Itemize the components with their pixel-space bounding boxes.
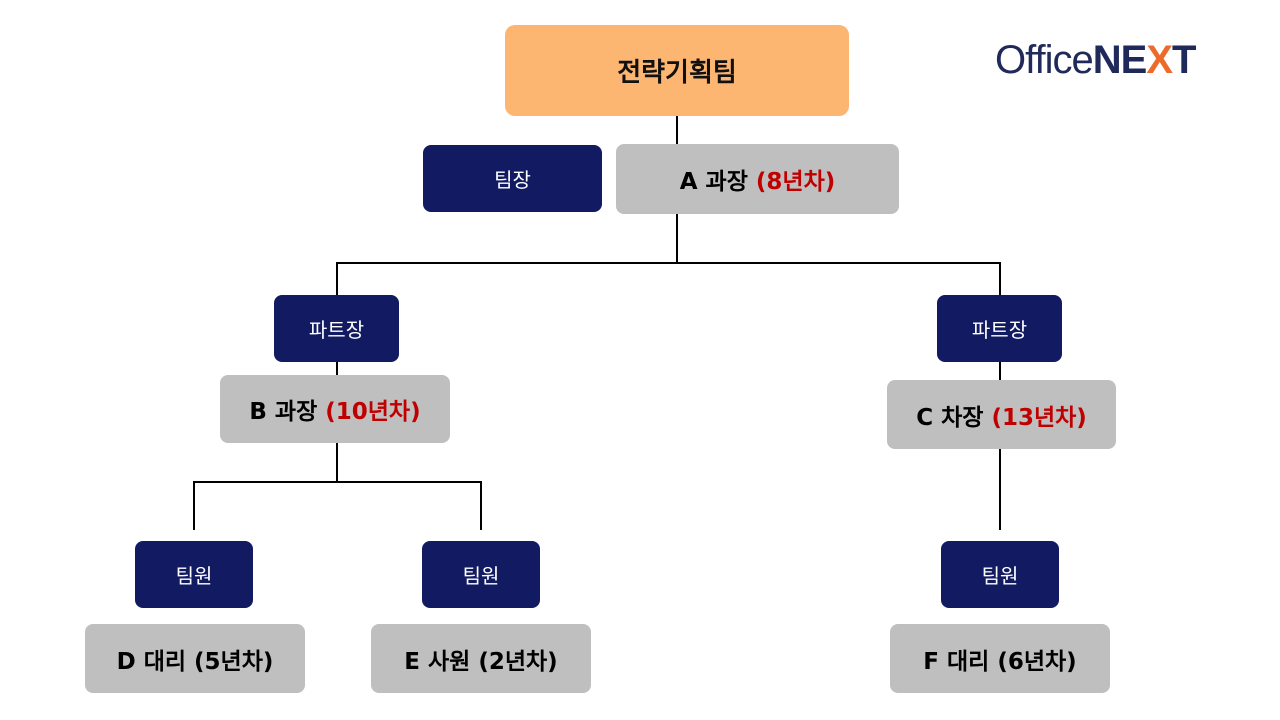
leader-role-badge: 팀장 [423, 145, 602, 212]
member-e-role-badge: 팀원 [422, 541, 540, 608]
connector-line [336, 361, 338, 376]
member-e-person-box: E 사원 (2년차) [371, 624, 591, 693]
member-e-name: E 사원 (2년차) [404, 648, 558, 675]
part-left-person-box: B 과장 (10년차) [220, 375, 450, 443]
leader-person-box: A 과장 (8년차) [616, 144, 899, 214]
part-right-role-badge: 파트장 [937, 295, 1062, 362]
member-d-name: D 대리 (5년차) [116, 648, 274, 675]
member-f-name: F 대리 (6년차) [923, 648, 1077, 675]
part-left-name: B 과장 [249, 399, 318, 425]
officenext-logo: OfficeNEXT [995, 38, 1197, 83]
part-right-person-box: C 차장 (13년차) [887, 380, 1116, 449]
member-d-role-badge: 팀원 [135, 541, 253, 608]
connector-line [999, 262, 1001, 296]
connector-line [336, 262, 338, 296]
department-box: 전략기획팀 [505, 25, 849, 116]
leader-name: A 과장 [679, 169, 748, 195]
part-right-role-label: 파트장 [971, 318, 1028, 342]
connector-line [999, 361, 1001, 381]
logo-next-text: NEXT [1092, 38, 1197, 82]
leader-role-label: 팀장 [494, 168, 531, 192]
part-left-role-badge: 파트장 [274, 295, 399, 362]
member-f-role-label: 팀원 [981, 564, 1019, 588]
connector-line [193, 481, 195, 530]
connector-line [676, 213, 678, 263]
connector-line [999, 449, 1001, 530]
connector-line [480, 481, 482, 530]
part-left-tenure: (10년차) [325, 399, 421, 425]
leader-tenure: (8년차) [755, 169, 836, 195]
connector-line [193, 481, 482, 483]
connector-line [676, 115, 678, 145]
member-f-person-box: F 대리 (6년차) [890, 624, 1110, 693]
member-f-role-badge: 팀원 [941, 541, 1059, 608]
part-right-name: C 차장 [916, 404, 984, 431]
connector-line [336, 442, 338, 482]
member-d-role-label: 팀원 [175, 564, 213, 588]
logo-office-text: Office [995, 38, 1094, 82]
member-d-person-box: D 대리 (5년차) [85, 624, 305, 693]
part-right-tenure: (13년차) [991, 404, 1087, 431]
part-left-role-label: 파트장 [308, 318, 365, 342]
department-title: 전략기획팀 [617, 58, 737, 88]
member-e-role-label: 팀원 [462, 564, 500, 588]
connector-line [336, 262, 1001, 264]
